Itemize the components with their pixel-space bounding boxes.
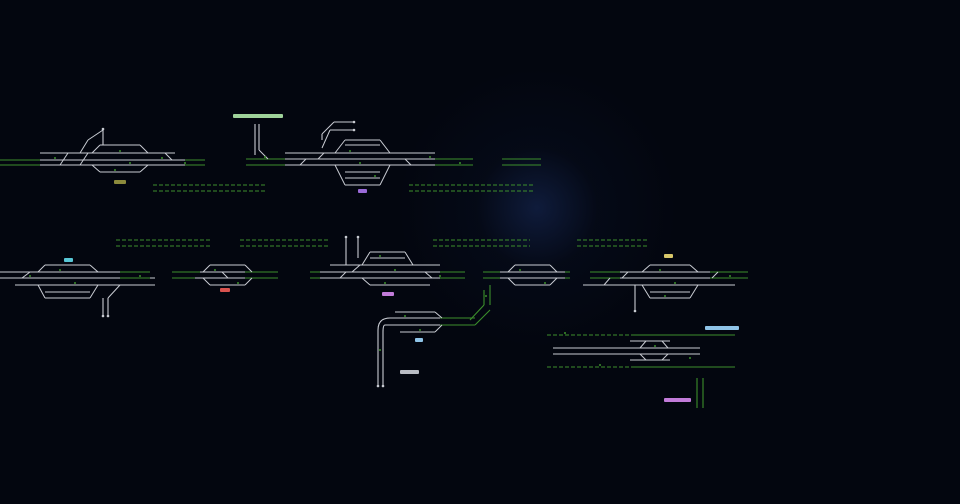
- station-label[interactable]: [64, 258, 73, 262]
- station-2[interactable]: [246, 120, 473, 186]
- station-label[interactable]: [233, 114, 283, 118]
- station-4[interactable]: [172, 264, 278, 286]
- station-label[interactable]: [114, 180, 126, 184]
- station-3[interactable]: [0, 264, 155, 318]
- station-label[interactable]: [358, 189, 367, 193]
- station-label[interactable]: [664, 254, 673, 258]
- station-5[interactable]: [310, 235, 465, 286]
- station-8[interactable]: [583, 264, 748, 313]
- station-9[interactable]: [547, 332, 735, 408]
- station-label[interactable]: [705, 326, 739, 330]
- station-6[interactable]: [469, 264, 570, 326]
- station-label[interactable]: [400, 370, 419, 374]
- line-link-row2: [116, 239, 648, 247]
- line-link-row1: [153, 158, 541, 192]
- station-label[interactable]: [415, 338, 423, 342]
- station-7[interactable]: [376, 311, 475, 388]
- station-label[interactable]: [220, 288, 230, 292]
- station-1[interactable]: [0, 127, 205, 173]
- station-label[interactable]: [664, 398, 691, 402]
- station-label[interactable]: [382, 292, 394, 296]
